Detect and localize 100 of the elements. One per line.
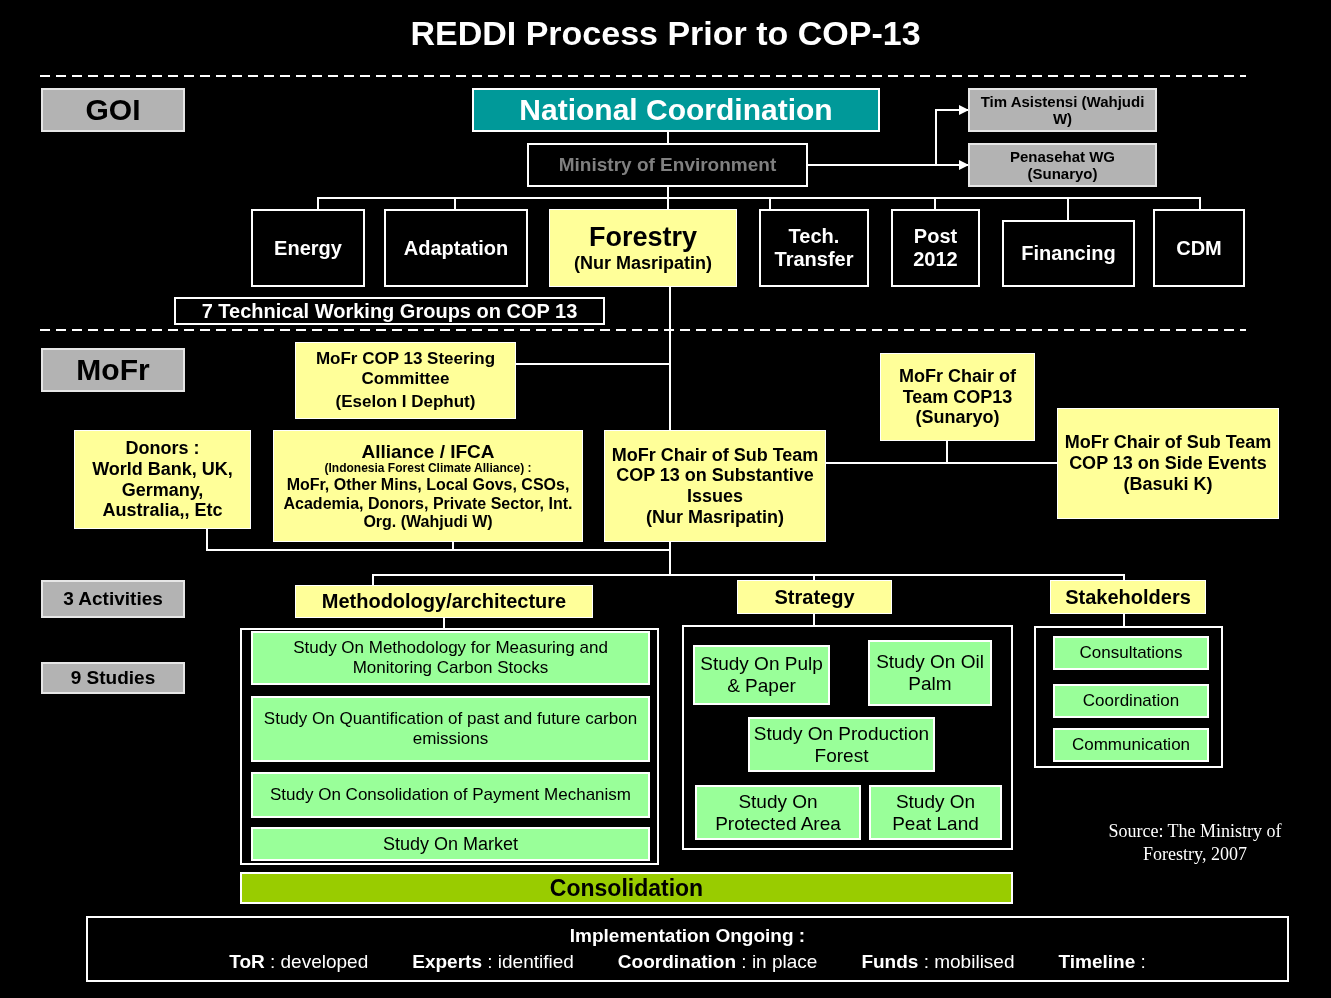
box-title: Ministry of Environment bbox=[557, 154, 778, 176]
box-title: Adaptation bbox=[402, 236, 510, 260]
box-title: Consolidation bbox=[548, 874, 705, 902]
box-title: Stakeholders bbox=[1064, 585, 1192, 609]
box-subtitle: (Sunaryo) bbox=[914, 407, 1001, 429]
box-title: Study On Market bbox=[381, 833, 520, 855]
section-label-box bbox=[41, 580, 185, 618]
box-title: Forestry bbox=[587, 222, 698, 254]
study-box bbox=[1053, 636, 1209, 670]
connector-line bbox=[443, 617, 445, 629]
box-title: Alliance / IFCA bbox=[360, 440, 496, 463]
box-title: Communication bbox=[1070, 735, 1192, 755]
study-box bbox=[251, 631, 650, 685]
connector-line bbox=[515, 363, 671, 431]
container-box bbox=[1034, 626, 1223, 768]
connector-line bbox=[667, 131, 669, 144]
container-box bbox=[240, 628, 659, 865]
box-title: Financing bbox=[1020, 242, 1117, 265]
connector-line bbox=[1123, 613, 1125, 627]
org-box bbox=[1002, 220, 1135, 287]
box-title: Strategy bbox=[773, 585, 856, 609]
org-box bbox=[295, 342, 516, 419]
status-item: ToR : developed bbox=[229, 951, 369, 973]
box-title: Methodology/architecture bbox=[320, 590, 568, 613]
box-title: Study On Methodology for Measuring and Monitoring Carbon Stocks bbox=[292, 638, 609, 678]
study-box bbox=[695, 785, 861, 840]
org-box bbox=[1057, 408, 1279, 519]
activity-box bbox=[295, 585, 593, 618]
org-box bbox=[273, 430, 583, 542]
box-title: MoFr Chair of Team COP13 bbox=[898, 365, 1017, 408]
box-subtitle: World Bank, UK, Germany, Australia,, Etc bbox=[91, 458, 234, 521]
box-title: Study On Oil Palm bbox=[875, 651, 985, 695]
box-title: Study On Pulp & Paper bbox=[699, 653, 824, 697]
box-title: Tech. Transfer bbox=[773, 225, 855, 271]
org-box bbox=[251, 209, 365, 287]
org-box bbox=[891, 209, 980, 287]
study-box bbox=[869, 785, 1002, 840]
study-box bbox=[251, 772, 650, 818]
box-title: Study On Quantification of past and future carbon emissions bbox=[262, 709, 639, 749]
org-box bbox=[759, 209, 869, 287]
study-box bbox=[251, 827, 650, 861]
section-label-box bbox=[968, 143, 1157, 187]
diagram-title: REDDI Process Prior to COP-13 bbox=[409, 14, 922, 53]
box-subtitle: (Nur Masripatin) bbox=[573, 253, 713, 274]
box-title: Post 2012 bbox=[912, 225, 959, 271]
box-title: MoFr bbox=[75, 352, 151, 388]
section-label-box bbox=[41, 348, 185, 392]
container-box bbox=[682, 625, 1013, 850]
box-title: Study On Production Forest bbox=[752, 722, 931, 767]
box-title: MoFr Chair of Sub Team COP 13 on Substantive Issues bbox=[610, 444, 820, 507]
box-title: Study On Consolidation of Payment Mechanism bbox=[269, 785, 632, 805]
org-box bbox=[880, 353, 1035, 441]
box-title: 7 Technical Working Groups on COP 13 bbox=[200, 299, 579, 323]
study-box bbox=[1053, 728, 1209, 762]
working-groups-box bbox=[174, 297, 605, 325]
box-title: Study On Protected Area bbox=[714, 790, 842, 835]
status-item: Experts : identified bbox=[412, 951, 574, 973]
status-item: Timeline : bbox=[1058, 951, 1146, 973]
org-box bbox=[1153, 209, 1245, 287]
activity-box bbox=[737, 580, 892, 614]
box-title: MoFr COP 13 Steering Committee bbox=[314, 349, 497, 389]
box-subtitle: (Eselon I Dephut) bbox=[334, 392, 477, 412]
org-box bbox=[549, 209, 737, 287]
section-label-box bbox=[968, 88, 1157, 132]
box-title: MoFr Chair of Sub Team COP 13 on Side Events bbox=[1063, 432, 1273, 474]
connector-line bbox=[946, 440, 1058, 464]
box-subtitle: (Nur Masripatin) bbox=[645, 506, 785, 528]
box-title: Consultations bbox=[1078, 643, 1184, 663]
box-title: 9 Studies bbox=[69, 667, 157, 689]
box-subtitle: (Indonesia Forest Climate Alliance) : bbox=[323, 462, 533, 477]
section-label-box bbox=[41, 88, 185, 132]
implementation-heading: Implementation Ongoing : bbox=[569, 925, 806, 947]
source-note: Source: The Ministry of Forestry, 2007 bbox=[1107, 820, 1283, 867]
org-box bbox=[527, 143, 808, 187]
box-title: National Coordination bbox=[518, 92, 834, 128]
box-title: Coordination bbox=[1081, 691, 1181, 711]
connector-line bbox=[813, 613, 815, 626]
section-label-box bbox=[41, 662, 185, 694]
study-box bbox=[1053, 684, 1209, 718]
org-box bbox=[74, 430, 251, 529]
box-title: Penasehat WG (Sunaryo) bbox=[1009, 147, 1116, 183]
study-box bbox=[693, 645, 830, 705]
box-subtitle: MoFr, Other Mins, Local Govs, CSOs, Academia, Donors, Private Sector, Int. Org. (Wahjudi W) bbox=[282, 476, 574, 532]
arrow bbox=[807, 160, 969, 170]
box-title: Energy bbox=[273, 236, 343, 260]
box-title: Donors : bbox=[124, 438, 201, 459]
study-box bbox=[868, 640, 992, 706]
box-title: CDM bbox=[1175, 236, 1223, 260]
box-title: 3 Activities bbox=[62, 588, 164, 610]
status-item: Coordination : in place bbox=[617, 951, 818, 973]
connector-line bbox=[452, 541, 671, 551]
study-box bbox=[251, 696, 650, 762]
box-title: GOI bbox=[84, 92, 142, 128]
coordination-box bbox=[472, 88, 880, 132]
box-title: Study On Peat Land bbox=[891, 790, 980, 835]
box-subtitle: (Basuki K) bbox=[1122, 473, 1214, 495]
consolidation-bar bbox=[240, 872, 1013, 904]
status-item: Funds : mobilised bbox=[861, 951, 1015, 973]
implementation-box bbox=[86, 916, 1289, 982]
box-title: Tim Asistensi (Wahjudi W) bbox=[979, 92, 1146, 128]
